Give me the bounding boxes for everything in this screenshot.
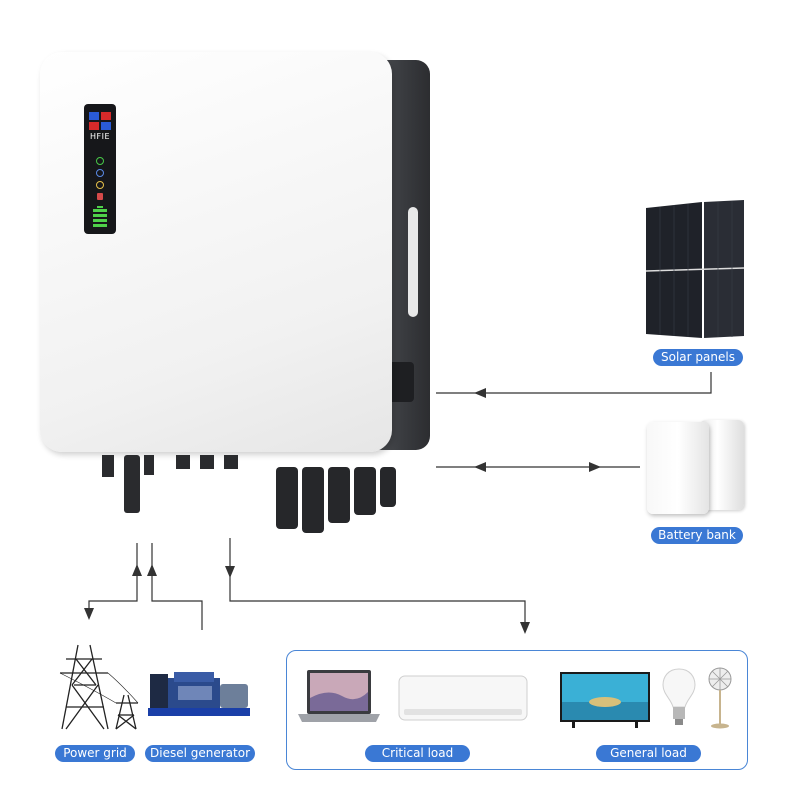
sun-icon <box>96 181 104 189</box>
arrow-grid-up <box>132 564 142 576</box>
inverter-side-switch <box>388 362 414 402</box>
general-load-label: General load <box>596 745 701 762</box>
laptop-icon <box>298 670 380 722</box>
power-icon <box>96 157 104 165</box>
battery-bank <box>645 418 745 518</box>
arrow-battery-left <box>474 462 486 472</box>
arrow-grid-down <box>84 608 94 620</box>
diesel-generator-icon <box>148 672 250 716</box>
power-grid-tower-icon <box>59 644 139 730</box>
arrow-load-down <box>225 566 235 578</box>
inverter: HFIE <box>40 52 435 533</box>
inverter-connectors <box>102 455 396 533</box>
battery-status-icon <box>97 193 103 200</box>
battery-level-icon <box>93 206 107 230</box>
inverter-display-panel: HFIE <box>84 104 116 234</box>
brand-name: HFIE <box>89 132 111 141</box>
arrow-generator-up <box>147 564 157 576</box>
solar-panels <box>644 198 746 340</box>
light-bulb-icon <box>662 668 696 725</box>
diesel-generator-label: Diesel generator <box>145 745 255 762</box>
battery-bank-label: Battery bank <box>651 527 743 544</box>
brand-logo-icon <box>89 112 111 130</box>
power-grid-label: Power grid <box>55 745 135 762</box>
grid-icon <box>96 169 104 177</box>
tv-icon <box>560 672 650 728</box>
solar-panels-label: Solar panels <box>653 349 743 366</box>
fan-icon <box>708 667 732 729</box>
arrow-solar-in <box>474 388 486 398</box>
arrow-critical-down <box>520 622 530 634</box>
inverter-side-handle <box>408 207 418 317</box>
arrow-battery-right <box>589 462 601 472</box>
critical-load-label: Critical load <box>365 745 470 762</box>
air-conditioner-icon <box>398 675 528 721</box>
